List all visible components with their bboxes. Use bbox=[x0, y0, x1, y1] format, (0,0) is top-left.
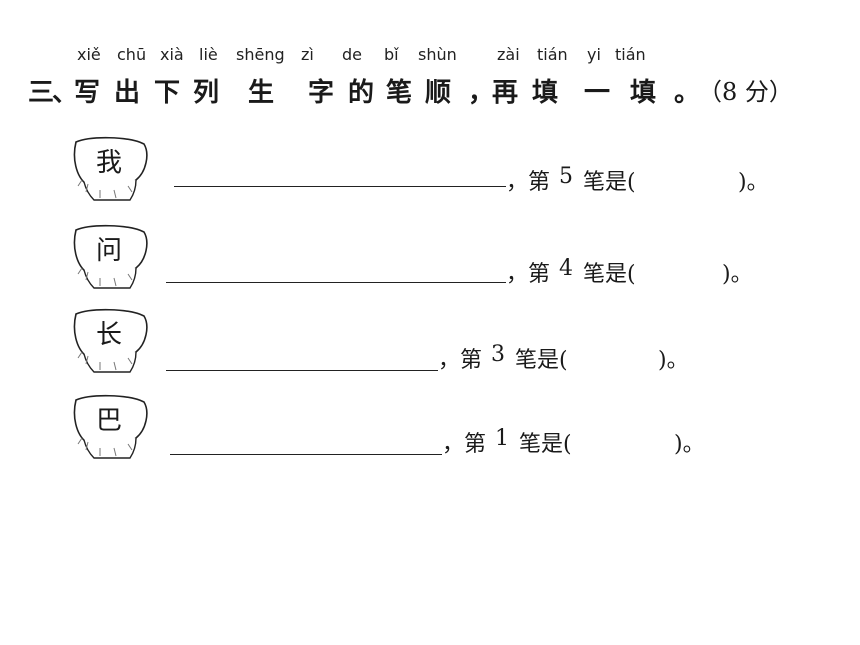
question-row-4: 巴 ，第 1 笔是( )。 bbox=[0, 392, 860, 472]
pinyin-1: xiě bbox=[77, 45, 101, 64]
heading-char: 出 bbox=[114, 78, 141, 108]
question-row-2: 问 ，第 4 笔是( )。 bbox=[0, 222, 860, 302]
stroke-order-blank[interactable] bbox=[166, 370, 438, 371]
target-character: 长 bbox=[95, 320, 122, 350]
stroke-number: 1 bbox=[495, 426, 509, 451]
heading-char: ， bbox=[468, 78, 495, 108]
pinyin-8: bǐ bbox=[384, 45, 399, 64]
pinyin-3: xià bbox=[160, 45, 184, 64]
prompt-close: )。 bbox=[674, 432, 705, 457]
heading-char: 顺 bbox=[425, 78, 452, 108]
prompt-close: )。 bbox=[738, 170, 769, 195]
heading-char: 、 bbox=[52, 78, 79, 108]
pinyin-13: tián bbox=[615, 45, 646, 64]
target-character: 我 bbox=[95, 148, 122, 178]
stroke-number: 3 bbox=[491, 342, 505, 367]
prompt-prefix: ，第 bbox=[442, 432, 487, 457]
pinyin-4: liè bbox=[199, 45, 218, 64]
question-row-3: 长 ，第 3 笔是( )。 bbox=[0, 306, 860, 386]
heading-char: 一 bbox=[584, 78, 611, 108]
heading-char: 三 bbox=[28, 78, 55, 108]
bowl-icon: 我 bbox=[70, 134, 152, 202]
pinyin-2: chū bbox=[117, 45, 147, 64]
heading-char: 生 bbox=[248, 78, 275, 108]
heading-char: 字 bbox=[308, 78, 335, 108]
prompt-prefix: ，第 bbox=[438, 348, 483, 373]
heading-char: 笔 bbox=[386, 78, 413, 108]
stroke-number: 4 bbox=[559, 256, 573, 281]
heading-char: 填 bbox=[532, 78, 559, 108]
prompt-mid: 笔是( bbox=[583, 170, 636, 195]
bowl-icon: 问 bbox=[70, 222, 152, 290]
pinyin-6: zì bbox=[301, 45, 314, 64]
target-character: 巴 bbox=[95, 406, 122, 436]
pinyin-10: zài bbox=[497, 45, 520, 64]
target-character: 问 bbox=[95, 236, 122, 266]
pinyin-11: tián bbox=[537, 45, 568, 64]
heading-char: 填 bbox=[630, 78, 657, 108]
stroke-order-blank[interactable] bbox=[170, 454, 442, 455]
stroke-order-blank[interactable] bbox=[166, 282, 506, 283]
prompt-prefix: ，第 bbox=[506, 262, 551, 287]
heading-char: 。 bbox=[674, 78, 701, 108]
heading-char: 的 bbox=[348, 78, 375, 108]
bowl-icon: 巴 bbox=[70, 392, 152, 460]
heading-char: 下 bbox=[154, 78, 181, 108]
heading-char: 写 bbox=[74, 78, 101, 108]
prompt-mid: 笔是( bbox=[583, 262, 636, 287]
heading-char: 列 bbox=[193, 78, 220, 108]
stroke-order-blank[interactable] bbox=[174, 186, 506, 187]
prompt-prefix: ，第 bbox=[506, 170, 551, 195]
section-heading: 三 、 写 出 下 列 生 字 的 笔 顺 ， 再 填 一 填 。 （8 分） bbox=[28, 72, 828, 110]
pinyin-5: shēng bbox=[236, 45, 285, 64]
pinyin-9: shùn bbox=[418, 45, 457, 64]
bowl-icon: 长 bbox=[70, 306, 152, 374]
prompt-close: )。 bbox=[658, 348, 689, 373]
pinyin-12: yi bbox=[587, 45, 601, 64]
stroke-number: 5 bbox=[559, 164, 573, 189]
question-row-1: 我 ，第 5 笔是( )。 bbox=[0, 134, 860, 214]
prompt-mid: 笔是( bbox=[515, 348, 568, 373]
pinyin-7: de bbox=[342, 45, 362, 64]
heading-char: 再 bbox=[492, 78, 519, 108]
score: （8 分） bbox=[698, 78, 793, 106]
prompt-close: )。 bbox=[722, 262, 753, 287]
prompt-mid: 笔是( bbox=[519, 432, 572, 457]
